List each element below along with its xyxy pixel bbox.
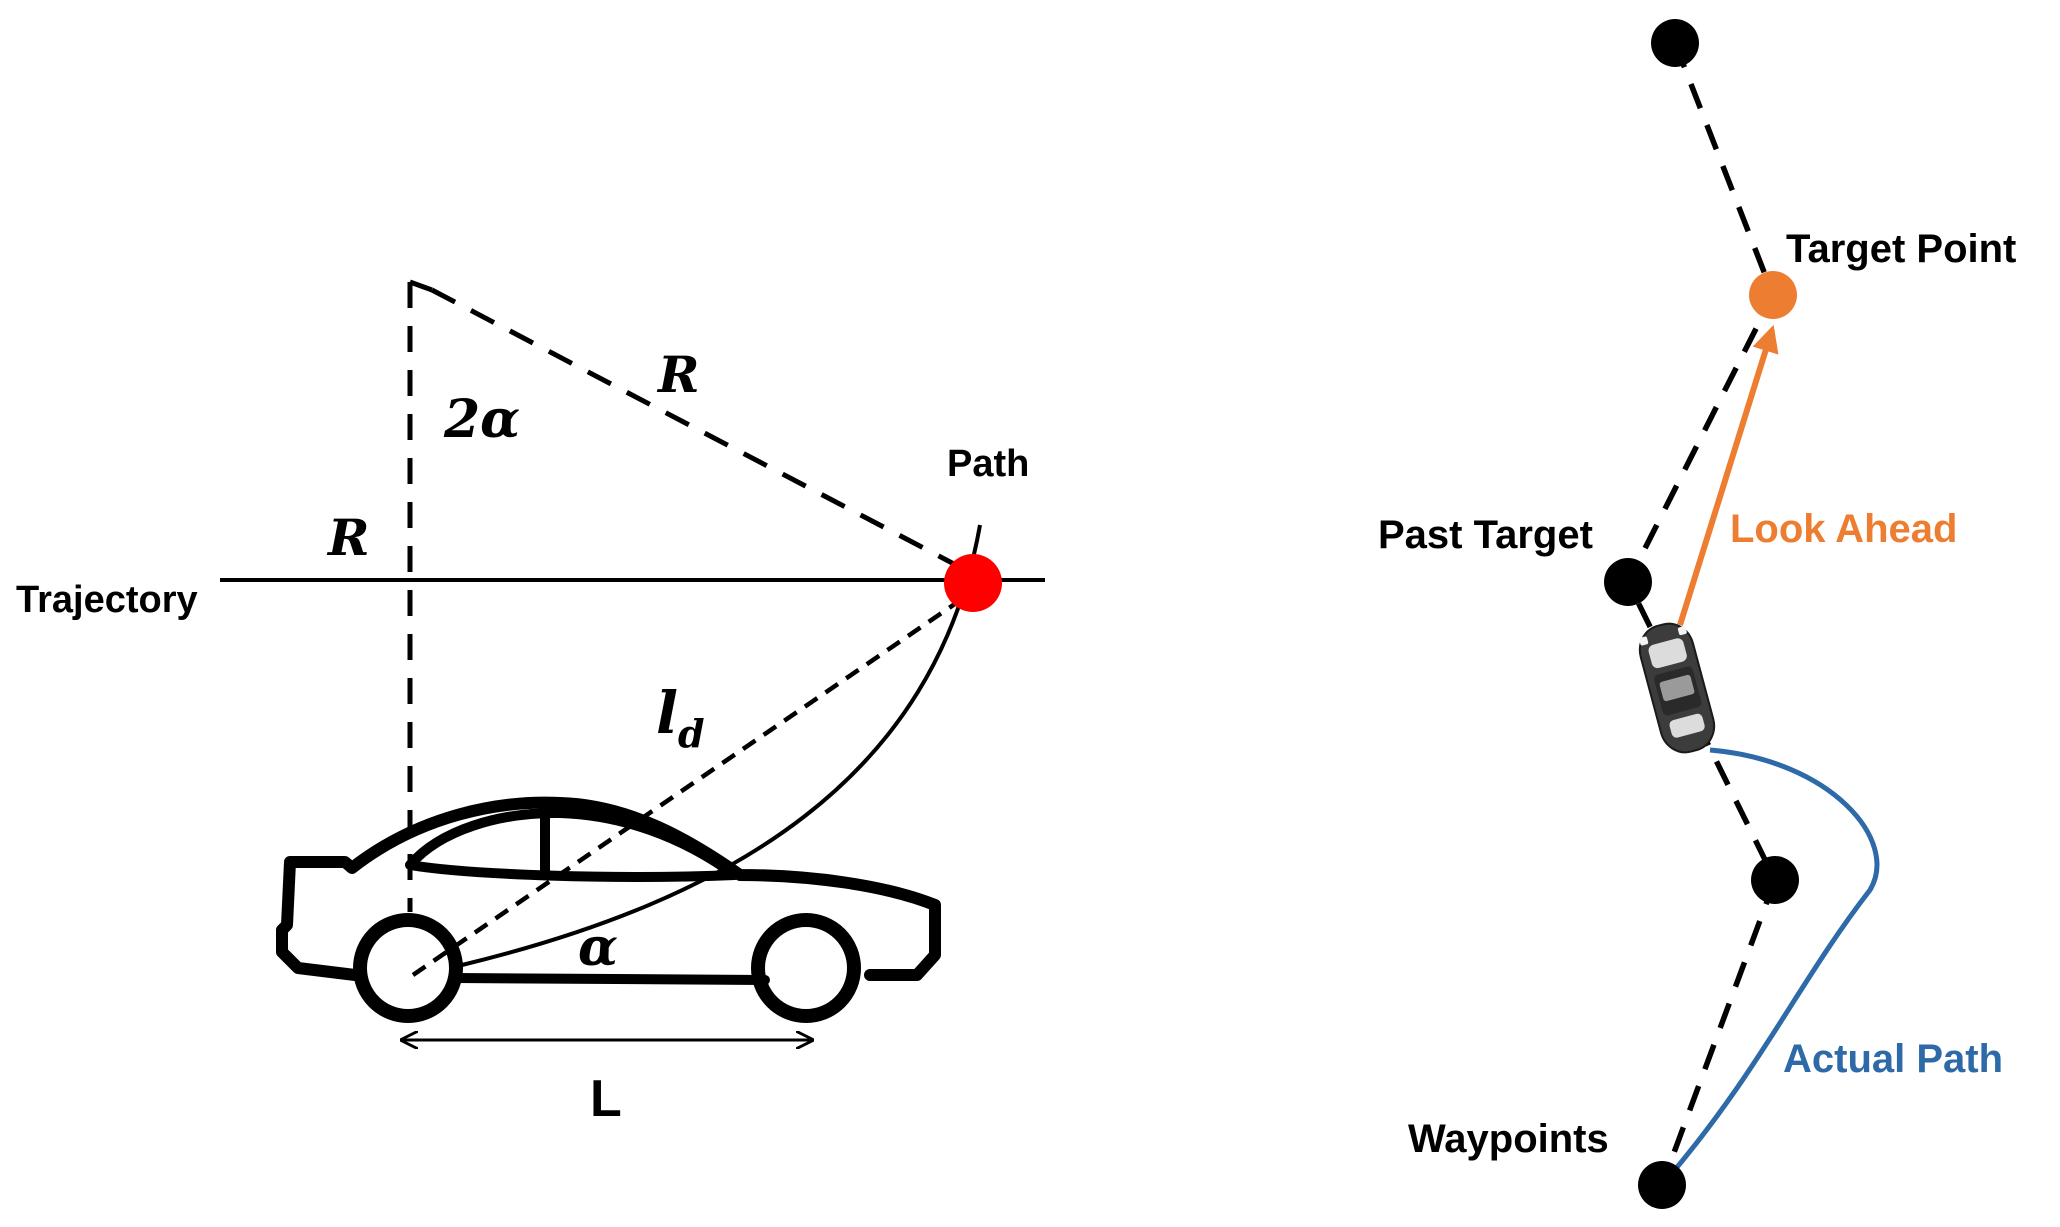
front-wheel bbox=[751, 913, 861, 1023]
label-trajectory: Trajectory bbox=[16, 579, 198, 621]
lookahead-distance-line bbox=[411, 595, 967, 977]
path-arc bbox=[461, 524, 982, 967]
car-window bbox=[405, 807, 740, 882]
waypoint-marker bbox=[1751, 856, 1799, 904]
label-wheelbase: L bbox=[590, 1070, 622, 1128]
waypoint-marker bbox=[1638, 1161, 1686, 1209]
right-pursuit-diagram: Target Point Past Target Look Ahead Actu… bbox=[1378, 19, 2016, 1209]
past-target-waypoint bbox=[1604, 558, 1652, 606]
label-look-ahead: Look Ahead bbox=[1730, 507, 1957, 551]
label-actual-path: Actual Path bbox=[1783, 1037, 2003, 1081]
actual-path-curve bbox=[1666, 747, 1880, 1180]
car-body bbox=[276, 796, 941, 981]
look-ahead-arrow bbox=[1677, 324, 1779, 626]
label-lookahead-distance: ld bbox=[656, 679, 705, 756]
label-past-target: Past Target bbox=[1378, 513, 1593, 557]
label-r-left: R bbox=[326, 508, 370, 567]
car-top-view bbox=[1638, 622, 1716, 754]
label-alpha: α bbox=[578, 917, 618, 978]
left-geometry-diagram: R 2α R Path Trajectory ld α L bbox=[16, 279, 1045, 1128]
label-r-top: R bbox=[656, 345, 700, 404]
car-side-view bbox=[276, 796, 941, 1023]
diagonal-radius-line bbox=[430, 287, 977, 578]
waypoint-path bbox=[1624, 42, 1778, 1186]
target-point bbox=[1749, 271, 1797, 319]
corner-tick bbox=[409, 279, 433, 293]
waypoint-marker bbox=[1651, 19, 1699, 67]
label-waypoints: Waypoints bbox=[1408, 1117, 1609, 1161]
goal-point bbox=[944, 554, 1002, 612]
label-two-alpha: 2α bbox=[443, 389, 520, 450]
car-rocker bbox=[450, 973, 770, 985]
label-path: Path bbox=[947, 443, 1029, 485]
label-target-point: Target Point bbox=[1786, 227, 2016, 271]
rear-wheel bbox=[353, 913, 463, 1023]
